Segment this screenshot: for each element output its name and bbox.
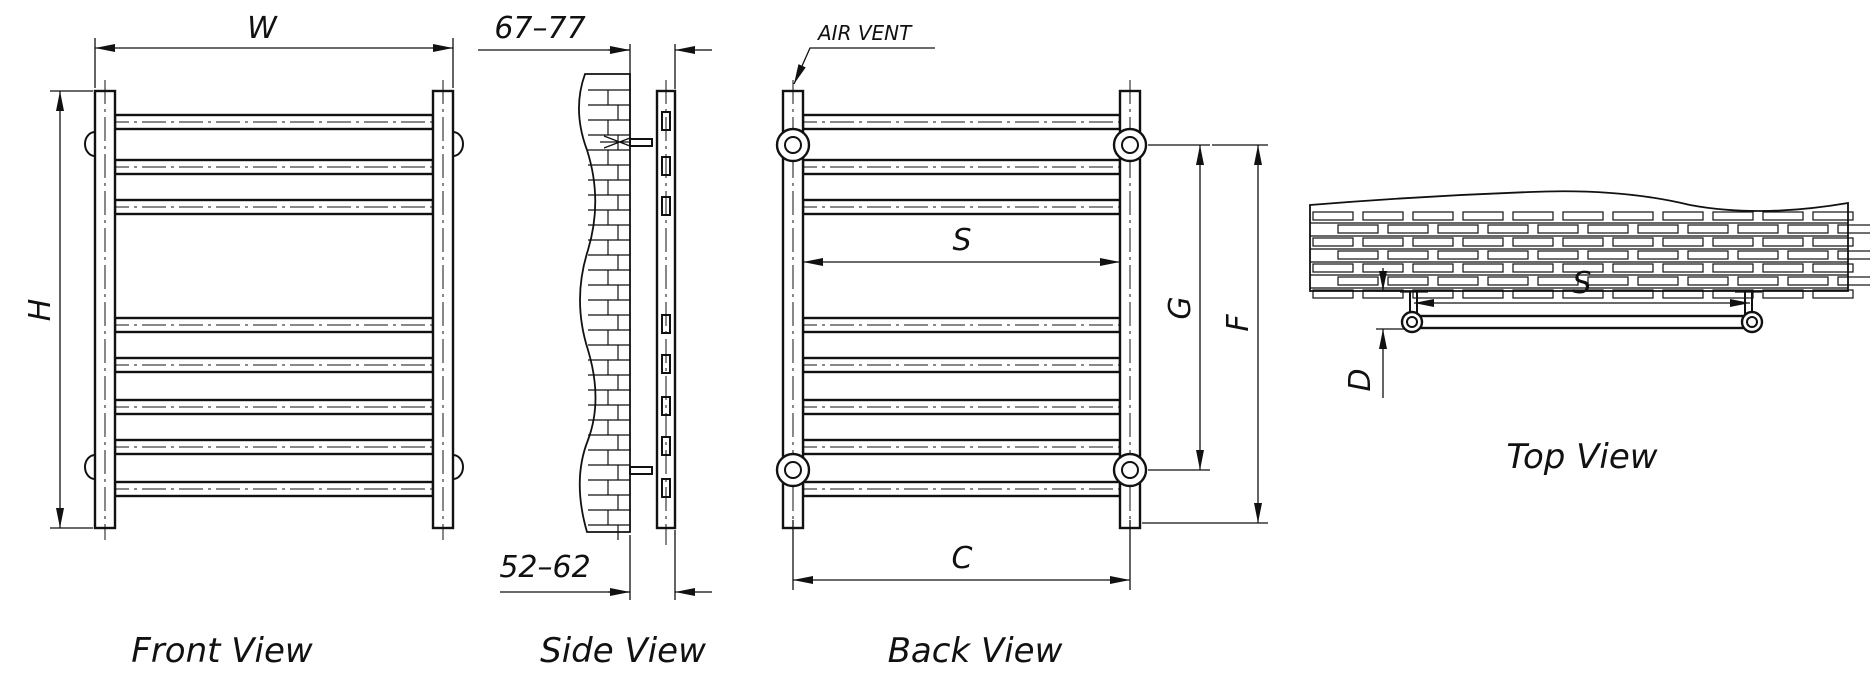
air-vent-leader: [793, 47, 935, 85]
top-brick-courses: [1310, 211, 1870, 299]
side-bracket-icon: [629, 466, 653, 475]
front-width-label: W: [247, 11, 278, 46]
front-bracket-icon: [452, 131, 464, 157]
back-view: AIR VENT S C G F Back View: [775, 21, 1268, 671]
side-top-dimension: 67–77: [494, 11, 585, 46]
front-bracket-icon: [452, 454, 464, 480]
back-width-label: C: [952, 541, 973, 576]
top-port-icon: [1740, 310, 1764, 334]
back-inner-height-label: G: [1163, 296, 1198, 319]
back-outer-height-label: F: [1221, 314, 1256, 332]
side-bottom-dimension: 52–62: [499, 550, 590, 585]
side-bracket-icon: [629, 138, 653, 147]
side-view: 67–77 52–62 Side View: [478, 11, 712, 671]
top-spacing-label: S: [1572, 266, 1591, 301]
side-anchor-icon: [600, 135, 631, 149]
top-rail: [1408, 314, 1757, 330]
front-height-label: H: [23, 299, 58, 322]
top-port-icon: [1400, 310, 1424, 334]
back-port-icon: [775, 127, 811, 163]
back-view-caption: Back View: [888, 631, 1063, 671]
back-port-icon: [1112, 127, 1148, 163]
side-view-caption: Side View: [540, 631, 706, 671]
top-depth-label: D: [1343, 368, 1378, 391]
back-port-icon: [775, 452, 811, 488]
front-view: W H Front View: [23, 11, 464, 671]
front-bracket-icon: [84, 131, 96, 157]
back-spacing-label: S: [952, 223, 971, 258]
air-vent-label: AIR VENT: [816, 21, 913, 45]
back-rails: [793, 113, 1130, 498]
side-wall-brick: [578, 73, 631, 533]
front-rails: [105, 113, 443, 498]
top-view: S D Top View: [1309, 190, 1870, 477]
front-bracket-icon: [84, 454, 96, 480]
front-view-caption: Front View: [131, 631, 313, 671]
top-view-caption: Top View: [1506, 437, 1657, 477]
back-port-icon: [1112, 452, 1148, 488]
side-brick-courses: [588, 89, 630, 540]
